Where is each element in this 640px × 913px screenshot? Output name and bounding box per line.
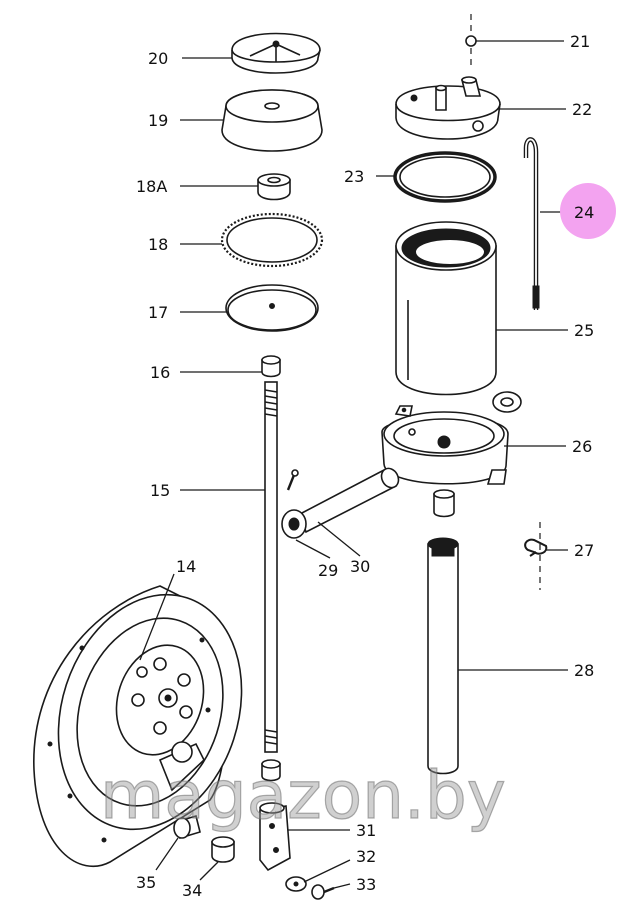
label-30: 30: [350, 557, 370, 576]
label-27: 27: [574, 541, 594, 560]
highlight-circle-24: [560, 183, 616, 239]
part-17-diaphragm: [225, 284, 319, 332]
part-26-base-plate: [381, 391, 522, 485]
leader-33: [333, 883, 351, 889]
part-32-washer: [285, 876, 307, 892]
label-34: 34: [182, 881, 202, 900]
label-28: 28: [574, 661, 594, 680]
label-20: 20: [148, 49, 168, 68]
label-23: 23: [344, 167, 364, 186]
part-21-ball: [465, 35, 477, 47]
leader-32: [303, 859, 351, 883]
label-33: 33: [356, 875, 376, 894]
part-29-bushing: [281, 509, 307, 539]
part-14-flywheel: [33, 585, 243, 868]
leader-29: [295, 539, 331, 559]
label-17: 17: [148, 303, 168, 322]
label-21: 21: [570, 32, 590, 51]
part-24-hook-rod: [523, 137, 540, 310]
part-30-shaft: [299, 467, 400, 534]
part-15-long-rod: [261, 381, 281, 782]
part-28-piston-rod: [427, 537, 459, 775]
part-19-dome: [221, 89, 323, 152]
part-27-clip: [524, 538, 548, 557]
label-14: 14: [176, 557, 196, 576]
label-26: 26: [572, 437, 592, 456]
label-32: 32: [356, 847, 376, 866]
watermark: magazon.by: [100, 757, 506, 834]
label-25: 25: [574, 321, 594, 340]
part-25-cylinder: [395, 221, 497, 396]
label-31: 31: [356, 821, 376, 840]
part-18-gasket: [220, 212, 324, 268]
part-35-crank-pin: [173, 814, 201, 840]
label-19: 19: [148, 111, 168, 130]
leader-34: [199, 861, 219, 881]
part-bushing-lower: [433, 489, 455, 518]
label-24: 24: [574, 203, 594, 222]
part-23-o-ring: [393, 151, 497, 203]
label-22: 22: [572, 100, 592, 119]
label-16: 16: [150, 363, 170, 382]
leader-35: [155, 837, 179, 871]
label-29: 29: [318, 561, 338, 580]
label-18a: 18A: [136, 177, 167, 196]
part-small-pin: [286, 469, 299, 491]
label-18: 18: [148, 235, 168, 254]
part-20-top-cap: [231, 32, 321, 74]
label-15: 15: [150, 481, 170, 500]
leader-14: [139, 573, 175, 661]
part-18a-nut: [257, 173, 291, 201]
leader-30: [317, 521, 361, 557]
part-22-housing-cover: [395, 76, 501, 140]
part-31-connector: [259, 802, 291, 872]
part-16-nut: [261, 355, 281, 378]
part-33-screw: [311, 884, 335, 900]
label-35: 35: [136, 873, 156, 892]
part-34-bushing: [211, 836, 235, 863]
